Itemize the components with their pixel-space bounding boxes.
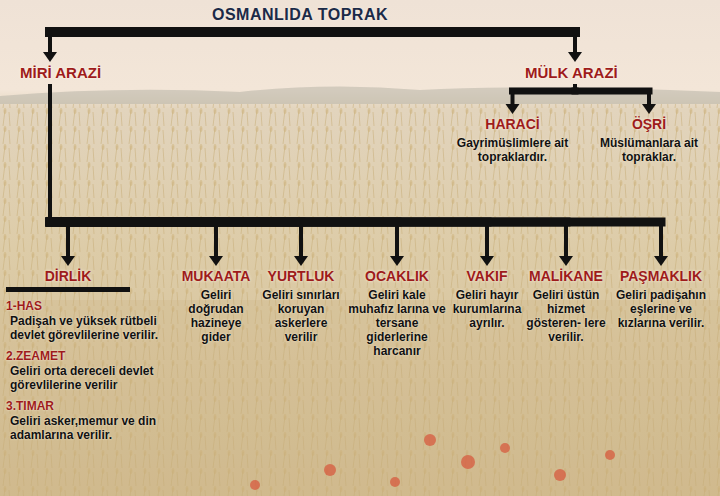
- description-text: Gayrimüslimlere ait topraklardır.: [455, 136, 570, 164]
- description-text: Geliri hayır kurumlarına ayrılır.: [450, 288, 524, 330]
- category-heading: PAŞMAKLIK: [608, 268, 714, 284]
- subcategory-heading: 1-HAS: [6, 299, 178, 313]
- category-node: YURTLUK Geliri sınırları koruyan askerler…: [258, 268, 344, 344]
- description-text: Geliri orta dereceli devlet görevlilerin…: [6, 364, 178, 392]
- land-type-node: MÜLK ARAZİ: [525, 64, 675, 81]
- tree-connector: [50, 84, 223, 266]
- description-text: Padişah ve yüksek rütbeli devlet görevli…: [6, 314, 178, 342]
- land-type-heading: MÜLK ARAZİ: [525, 64, 675, 81]
- category-heading: DİRLİK: [6, 268, 130, 292]
- tree-connector: [50, 84, 668, 266]
- subtype-node: ÖŞRİ Müslümanlara ait topraklar.: [590, 116, 708, 164]
- category-node: MUKAATA Geliri doğrudan hazineye gider: [176, 268, 256, 344]
- tree-connector: [50, 84, 404, 266]
- tree-connector: [506, 84, 576, 114]
- description-text: Geliri doğrudan hazineye gider: [176, 288, 256, 344]
- subtype-node: HARACİ Gayrimüslimlere ait topraklardır.: [455, 116, 570, 164]
- category-heading: OCAKLIK: [348, 268, 446, 284]
- subcategory-heading: 3.TIMAR: [6, 399, 178, 413]
- category-node: DİRLİK 1-HASPadişah ve yüksek rütbeli dev…: [6, 268, 178, 442]
- tree-connector: [575, 84, 656, 114]
- tree-connector: [50, 84, 75, 266]
- description-text: Geliri üstün hizmet gösteren- lere veril…: [526, 288, 606, 344]
- description-text: Geliri sınırları koruyan askerlere veril…: [258, 288, 344, 344]
- tree-connector: [300, 32, 582, 62]
- description-text: Geliri padişahın eşlerine ve kızlarına v…: [608, 288, 714, 330]
- tree-connector: [43, 32, 300, 62]
- category-heading: YURTLUK: [258, 268, 344, 284]
- root-node: OSMANLIDA TOPRAK: [160, 6, 440, 24]
- diagram-root-text: OSMANLIDA TOPRAK: [160, 6, 440, 24]
- tree-connector: [50, 84, 573, 266]
- subcategory-heading: 2.ZEAMET: [6, 349, 178, 363]
- tree-connector: [50, 84, 308, 266]
- category-heading: ÖŞRİ: [590, 116, 708, 132]
- category-node: OCAKLIK Geliri kale muhafız larına ve ter…: [348, 268, 446, 358]
- tree-connector: [50, 84, 494, 266]
- category-node: MALİKANE Geliri üstün hizmet gösteren- le…: [526, 268, 606, 344]
- land-type-heading: MİRİ ARAZİ: [20, 64, 130, 81]
- category-heading: MALİKANE: [526, 268, 606, 284]
- category-heading: MUKAATA: [176, 268, 256, 284]
- category-heading: HARACİ: [455, 116, 570, 132]
- description-text: Geliri asker,memur ve din adamlarına ver…: [6, 414, 178, 442]
- description-text: Müslümanlara ait topraklar.: [590, 136, 708, 164]
- description-text: Geliri kale muhafız larına ve tersane gi…: [348, 288, 446, 358]
- land-type-node: MİRİ ARAZİ: [20, 64, 130, 81]
- category-heading: VAKIF: [450, 268, 524, 284]
- category-node: PAŞMAKLIK Geliri padişahın eşlerine ve kı…: [608, 268, 714, 330]
- category-node: VAKIF Geliri hayır kurumlarına ayrılır.: [450, 268, 524, 330]
